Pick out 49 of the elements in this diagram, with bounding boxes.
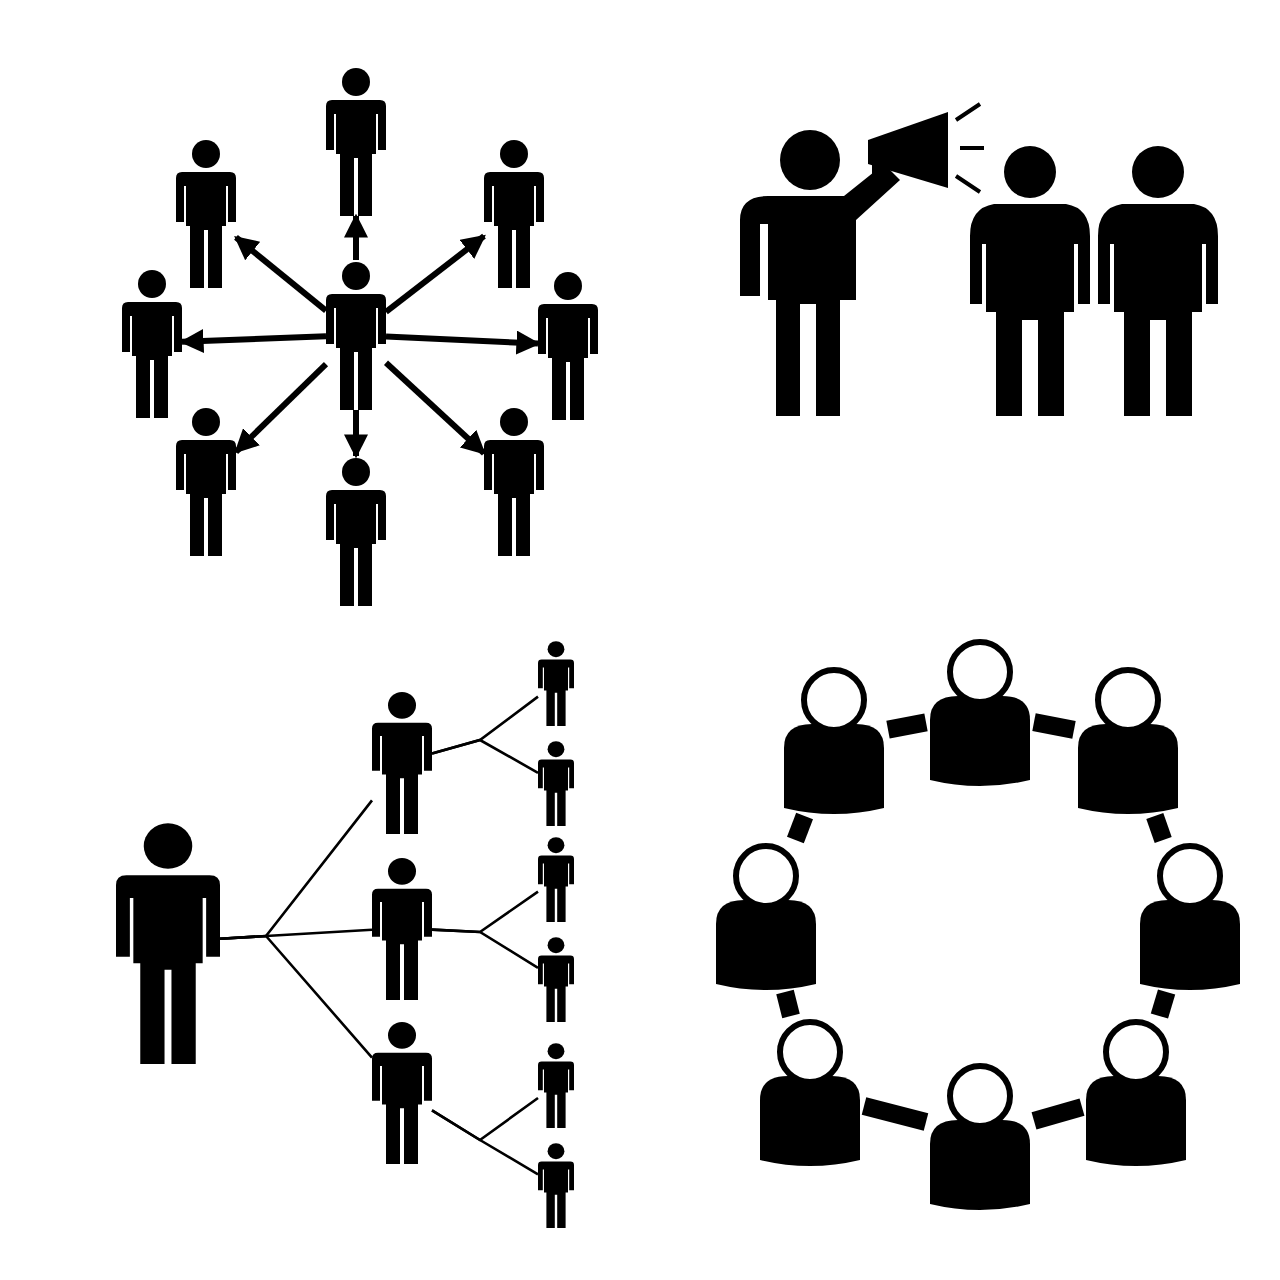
person-icon (176, 138, 236, 288)
connector-line (776, 989, 800, 1019)
person-icon (970, 144, 1090, 416)
arrow (234, 235, 328, 313)
person-icon (176, 406, 236, 556)
arrow (344, 410, 368, 459)
person-icon (780, 664, 888, 816)
person-icon (1082, 1016, 1190, 1168)
arrow (233, 362, 329, 454)
person-icon (326, 456, 386, 606)
arrow (384, 233, 486, 315)
person-icon (1074, 664, 1182, 816)
connector-line (431, 1109, 539, 1176)
connector-line (219, 934, 373, 1059)
person-icon (372, 690, 432, 834)
connector-line (1150, 989, 1176, 1019)
connector-line (1031, 1098, 1085, 1130)
connector-line (1146, 813, 1172, 843)
connector-line (431, 738, 539, 774)
person-icon (484, 406, 544, 556)
arrow (383, 360, 487, 456)
person-icon (1098, 144, 1218, 416)
person-icon (538, 1042, 574, 1128)
person-icon (372, 856, 432, 1000)
person-icon (712, 840, 820, 992)
person-icon (1136, 840, 1244, 992)
person-icon (538, 640, 574, 726)
person-icon (538, 270, 598, 420)
person-icon (756, 1016, 864, 1168)
person-icon (926, 1060, 1034, 1212)
person-icon (116, 820, 220, 1064)
person-icon (122, 268, 182, 418)
person-icon (926, 636, 1034, 788)
person-icon (538, 740, 574, 826)
person-icon (538, 1142, 574, 1228)
connector-line (886, 713, 928, 739)
person-icon (538, 836, 574, 922)
connector-line (431, 928, 539, 969)
connector-line (1032, 713, 1076, 739)
arrow (179, 328, 327, 353)
person-icon (538, 936, 574, 1022)
person-icon (326, 66, 386, 216)
person-icon (484, 138, 544, 288)
connector-line (787, 812, 813, 844)
arrow (385, 330, 541, 355)
arrow (344, 213, 368, 260)
person-icon (372, 1020, 432, 1164)
person-icon (326, 260, 386, 410)
connector-line (861, 1097, 929, 1131)
